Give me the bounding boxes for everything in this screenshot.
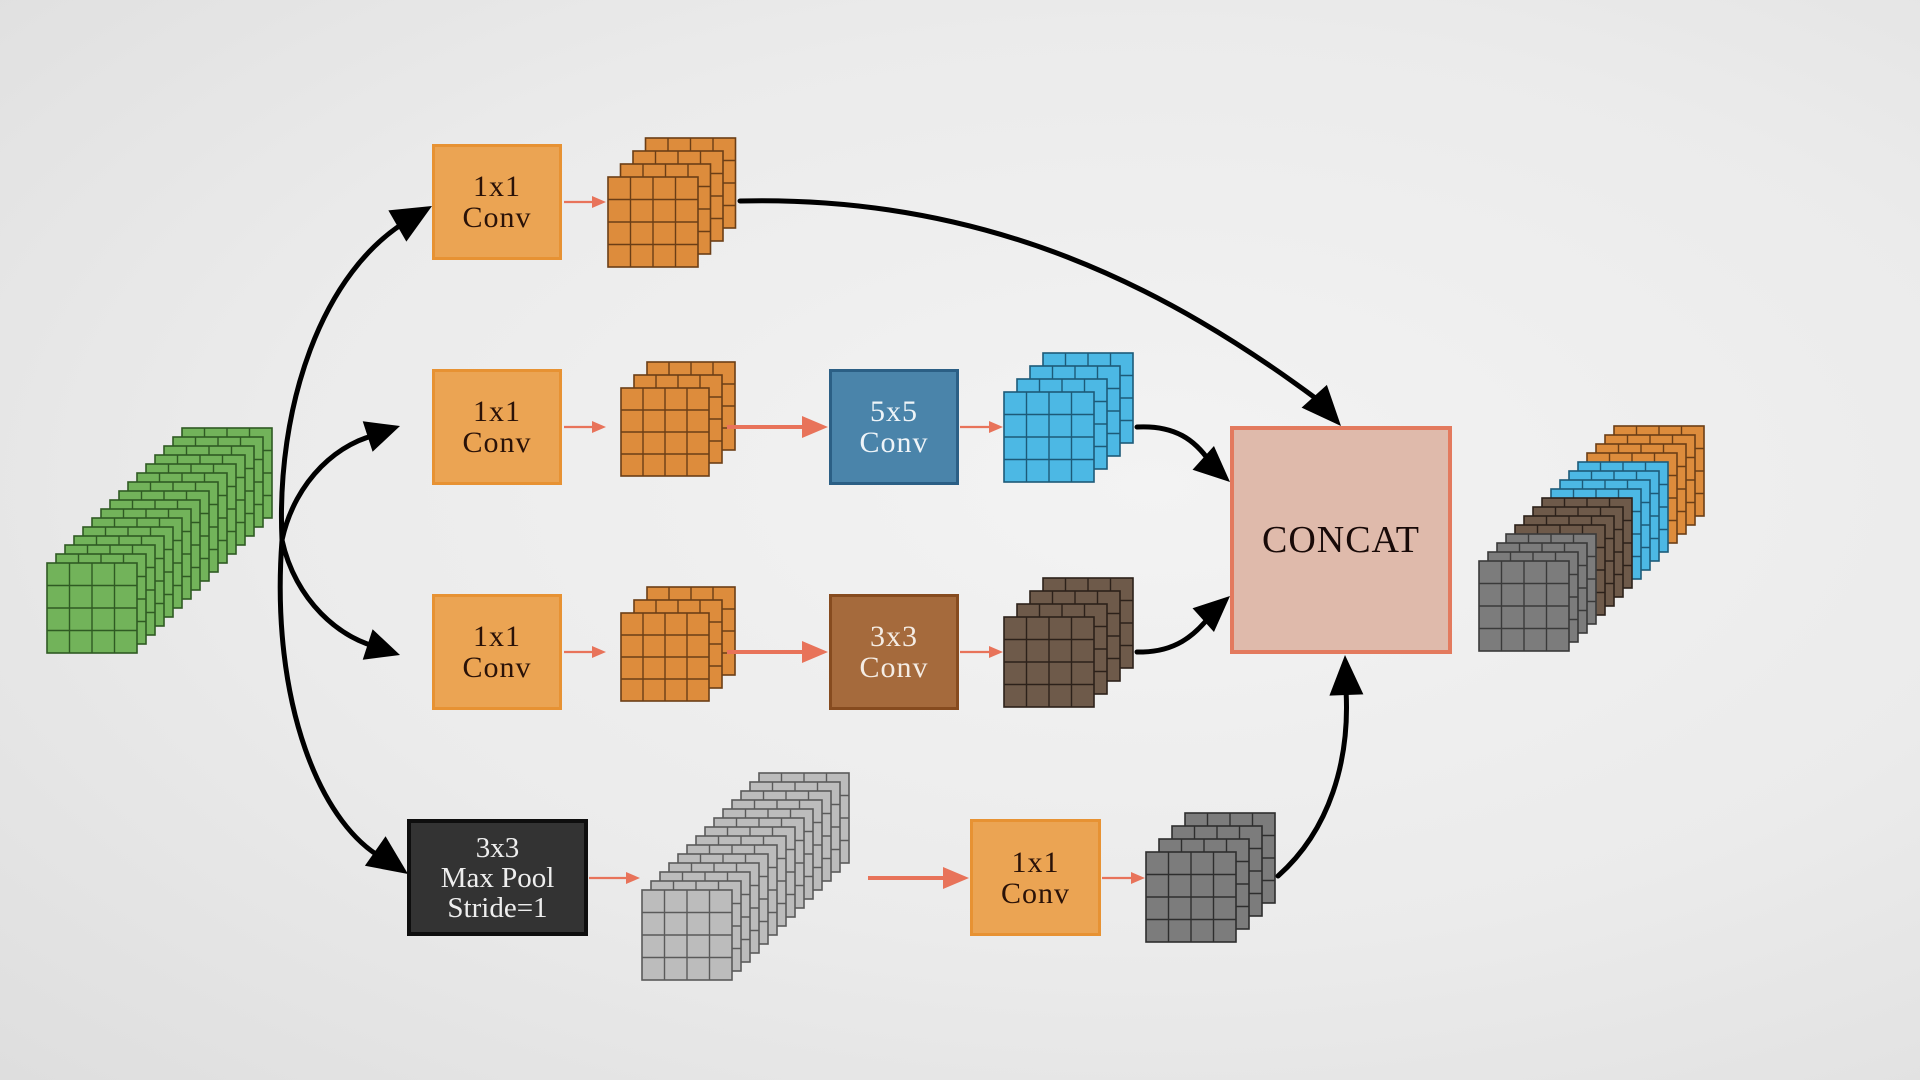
- arrow-b2-map-to-5x5-head: [802, 416, 828, 438]
- branch4-conv-size: 1x1: [1011, 845, 1060, 879]
- arrow-b3-map-to-3x3-head: [802, 641, 828, 663]
- branch3-3x3-size: 3x3: [870, 620, 918, 653]
- arrow-b3-3x3-to-map-head: [989, 646, 1003, 658]
- output-stack: [1478, 425, 1705, 652]
- branch1-output-stack-layer: [607, 176, 699, 268]
- branch4-max-pool-box: 3x3 Max Pool Stride=1: [407, 819, 588, 936]
- input-stack-layer: [46, 562, 138, 654]
- branch3-output-stack: [1003, 577, 1134, 708]
- branch3-conv-size: 1x1: [473, 620, 521, 653]
- branch4-pool-stack-layer: [641, 889, 733, 981]
- arrow-b3-to-concat: [1134, 613, 1213, 655]
- arrow-b2-to-concat: [1134, 424, 1213, 465]
- arrow-b2-conv-to-map-head: [592, 421, 606, 433]
- branch1-output-stack: [607, 137, 737, 268]
- branch2-5x5-label: Conv: [859, 426, 929, 459]
- branch3-output-stack-layer: [1003, 616, 1095, 708]
- arrow-input-to-b4: [277, 537, 393, 865]
- arrow-b3-conv-to-map-head: [592, 646, 606, 658]
- arrow-input-to-b3-head: [362, 629, 400, 660]
- branch2-reduce-stack: [620, 361, 736, 477]
- branch4-pool-stride: Stride=1: [447, 891, 548, 924]
- branch3-1x1-conv-box: 1x1 Conv: [432, 594, 562, 710]
- branch4-conv-label: Conv: [1000, 876, 1070, 910]
- arrow-b4-pool-to-map-head: [626, 872, 640, 884]
- branch1-1x1-conv-box: 1x1 Conv: [432, 144, 562, 260]
- arrow-b1-to-concat: [737, 198, 1321, 403]
- arrow-input-to-b3: [279, 537, 385, 651]
- arrow-b1-conv-to-map-head: [592, 196, 606, 208]
- branch2-5x5-conv-box: 5x5 Conv: [829, 369, 959, 485]
- arrow-input-to-b4-head: [364, 836, 408, 874]
- feature-map-stacks: [46, 137, 1705, 981]
- branch3-reduce-stack-layer: [620, 612, 710, 702]
- arrow-b1-to-concat-head: [1301, 384, 1341, 426]
- arrow-b3-to-concat-head: [1192, 596, 1230, 632]
- input-stack: [46, 427, 273, 654]
- branch4-pool-size: 3x3: [475, 831, 520, 864]
- branch3-reduce-stack: [620, 586, 736, 702]
- branch4-1x1-conv-box: 1x1 Conv: [970, 819, 1101, 936]
- arrow-b4-map-to-conv-head: [943, 867, 969, 889]
- arrow-input-to-b1-head: [388, 206, 432, 242]
- branch1-conv-label: Conv: [462, 201, 532, 234]
- branch2-reduce-stack-layer: [620, 387, 710, 477]
- arrow-b4-to-concat-head: [1329, 655, 1364, 696]
- branch3-conv-label: Conv: [462, 651, 532, 684]
- branch3-3x3-label: Conv: [859, 651, 929, 684]
- branch4-pool-stack: [641, 772, 850, 981]
- branch2-conv-label: Conv: [462, 426, 532, 459]
- arrow-b2-to-concat-head: [1192, 446, 1230, 482]
- branch4-output-stack-layer: [1145, 851, 1237, 943]
- branch2-5x5-size: 5x5: [870, 395, 918, 428]
- concat-box: CONCAT: [1230, 426, 1452, 654]
- branch2-1x1-conv-box: 1x1 Conv: [432, 369, 562, 485]
- branch4-output-stack: [1145, 812, 1276, 943]
- branch4-pool-label: Max Pool: [440, 861, 555, 894]
- concat-label: CONCAT: [1261, 518, 1421, 561]
- branch2-conv-size: 1x1: [473, 395, 521, 428]
- arrow-input-to-b2: [279, 431, 385, 543]
- connection-arrows: [277, 196, 1364, 889]
- branch1-conv-size: 1x1: [473, 170, 521, 203]
- arrow-b4-to-concat: [1275, 687, 1349, 879]
- arrow-b2-5x5-to-map-head: [989, 421, 1003, 433]
- branch3-3x3-conv-box: 3x3 Conv: [829, 594, 959, 710]
- branch2-output-stack: [1003, 352, 1134, 483]
- arrow-input-to-b1: [278, 215, 415, 543]
- arrow-input-to-b2-head: [362, 421, 400, 452]
- output-stack-layer: [1478, 560, 1570, 652]
- branch2-output-stack-layer: [1003, 391, 1095, 483]
- arrow-b4-conv-to-map-head: [1131, 872, 1145, 884]
